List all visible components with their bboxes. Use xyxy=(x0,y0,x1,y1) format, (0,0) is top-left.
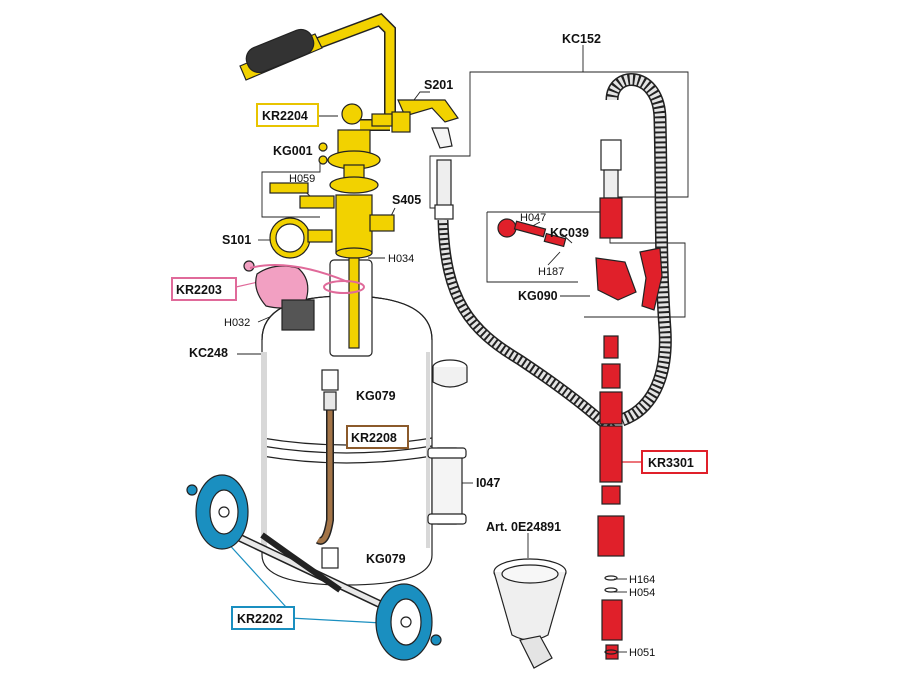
wheels xyxy=(186,474,442,661)
label-kg079-bottom: KG079 xyxy=(366,552,406,566)
label-h164: H164 xyxy=(629,574,655,586)
yellow-assembly xyxy=(239,13,459,349)
part-labels: KC152 S201 KR2204 KG001 H059 S405 S101 H… xyxy=(176,32,694,659)
label-art: Art. 0E24891 xyxy=(486,520,561,534)
pink-cap xyxy=(243,260,365,331)
label-h187: H187 xyxy=(538,266,564,278)
label-kg001: KG001 xyxy=(273,144,313,158)
label-h051: H051 xyxy=(629,647,655,659)
label-s405: S405 xyxy=(392,193,421,207)
label-boxes xyxy=(171,103,708,630)
label-kc039: KC039 xyxy=(550,226,589,240)
label-kg090: KG090 xyxy=(518,289,558,303)
label-i047: I047 xyxy=(476,476,500,490)
label-h034: H034 xyxy=(388,253,414,265)
label-kr3301: KR3301 xyxy=(648,456,694,470)
brown-tube xyxy=(315,369,339,569)
hose xyxy=(434,73,672,435)
label-h059: H059 xyxy=(289,173,315,185)
label-kc248: KC248 xyxy=(189,346,228,360)
label-h032: H032 xyxy=(224,317,250,329)
kr2203-box xyxy=(171,277,237,301)
kr2208-box xyxy=(346,425,409,449)
label-kr2204: KR2204 xyxy=(262,109,308,123)
sight-tube xyxy=(427,447,467,525)
red-assembly xyxy=(497,197,663,660)
label-s101: S101 xyxy=(222,233,251,247)
label-s201: S201 xyxy=(424,78,453,92)
label-kr2202: KR2202 xyxy=(237,612,283,626)
label-kg079-top: KG079 xyxy=(356,389,396,403)
label-h054: H054 xyxy=(629,587,655,599)
label-kr2208: KR2208 xyxy=(351,431,397,445)
label-kc152: KC152 xyxy=(562,32,601,46)
label-kr2203: KR2203 xyxy=(176,283,222,297)
label-h047: H047 xyxy=(520,212,546,224)
funnel xyxy=(493,558,567,669)
kr3301-box xyxy=(641,450,708,474)
kr2202-box xyxy=(231,606,295,630)
kr2204-box xyxy=(256,103,319,127)
